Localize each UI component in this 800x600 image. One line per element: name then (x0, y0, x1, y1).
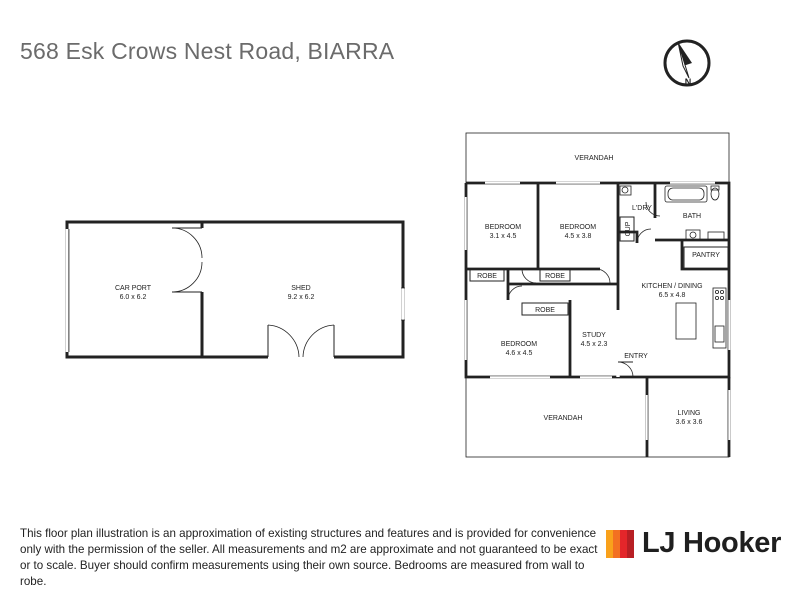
bedroom3-size: 4.6 x 4.5 (506, 350, 533, 357)
bedroom2-size: 4.5 x 3.8 (565, 233, 592, 240)
shed-name: SHED (291, 285, 310, 292)
bedroom1-size: 3.1 x 4.5 (490, 233, 517, 240)
logo-stripe-2 (613, 530, 620, 558)
lj-hooker-logo-icon (606, 530, 634, 558)
brand-logo: LJ Hooker (604, 526, 784, 562)
disclaimer: This floor plan illustration is an appro… (20, 527, 598, 588)
living-name: LIVING (678, 410, 701, 417)
bedroom3-name: BEDROOM (501, 341, 537, 348)
verandah-top-label: VERANDAH (575, 155, 614, 162)
logo-stripe-4 (627, 530, 634, 558)
kitchen-size: 6.5 x 4.8 (659, 292, 686, 299)
study-size: 4.5 x 2.3 (581, 341, 608, 348)
laundry-label: L'DRY (632, 205, 652, 212)
cupboard-label: CUP (625, 221, 632, 236)
logo-stripe-3 (620, 530, 627, 558)
shed-size: 9.2 x 6.2 (288, 294, 315, 301)
kitchen-name: KITCHEN / DINING (641, 283, 702, 290)
logo-stripe-1 (606, 530, 613, 558)
living-size: 3.6 x 3.6 (676, 419, 703, 426)
windows (464, 181, 731, 440)
robe1-label: ROBE (477, 273, 497, 280)
carport-size: 6.0 x 6.2 (120, 294, 147, 301)
kitchen-fixtures (675, 287, 727, 349)
brand-name: LJ Hooker (642, 527, 782, 559)
entry-label: ENTRY (624, 353, 648, 360)
carport-name: CAR PORT (115, 285, 152, 292)
bath-fixtures (619, 185, 725, 241)
study-name: STUDY (582, 332, 606, 339)
north-arrow-icon: N (663, 39, 711, 87)
verandah-bottom-label: VERANDAH (544, 415, 583, 422)
doors (507, 201, 661, 378)
bedroom1-name: BEDROOM (485, 224, 521, 231)
bath-label: BATH (683, 213, 701, 220)
page-title: 568 Esk Crows Nest Road, BIARRA (20, 38, 395, 64)
robe2-label: ROBE (545, 273, 565, 280)
robe3-label: ROBE (535, 307, 555, 314)
outbuilding (65, 220, 405, 359)
bedroom2-name: BEDROOM (560, 224, 596, 231)
north-label: N (685, 77, 692, 87)
room-labels: CAR PORT 6.0 x 6.2 SHED 9.2 x 6.2 VERAND… (115, 155, 720, 426)
pantry-label: PANTRY (692, 252, 720, 259)
